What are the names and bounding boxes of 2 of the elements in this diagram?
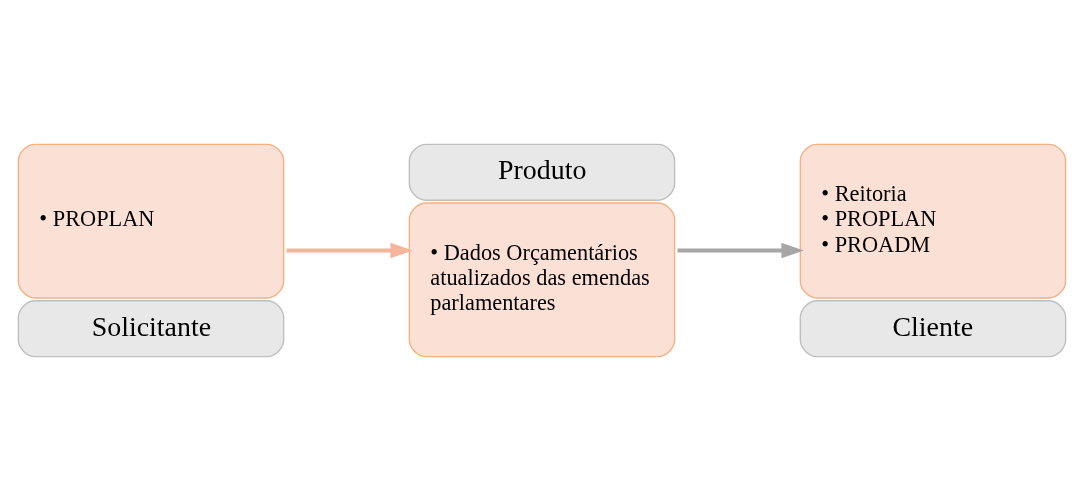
arrow — [677, 242, 804, 259]
arrow — [286, 242, 413, 259]
